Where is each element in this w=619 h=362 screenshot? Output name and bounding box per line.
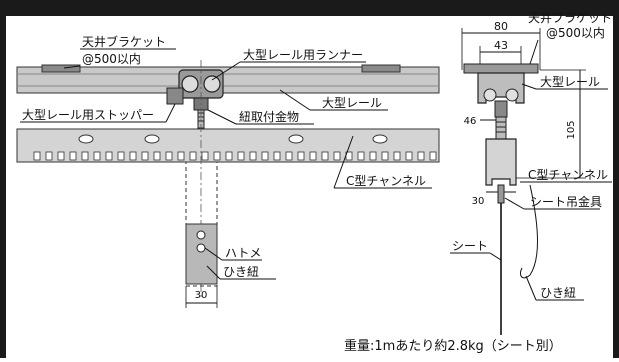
channel-perforation bbox=[405, 151, 413, 161]
bracket-section bbox=[463, 63, 539, 74]
label-ceiling-bracket-right: 天井ブラケット bbox=[528, 10, 612, 25]
channel-perforation bbox=[81, 151, 89, 161]
leader-cord-fitting bbox=[207, 109, 237, 125]
channel-perforation bbox=[429, 151, 437, 161]
runner-wheel-right bbox=[203, 75, 221, 93]
dim-channel-30: 30 bbox=[472, 196, 485, 207]
sheet-hanger-section bbox=[497, 184, 505, 204]
dim-bottom-30: 30 bbox=[195, 290, 208, 301]
channel-perforation bbox=[261, 151, 269, 161]
dim-80: 80 bbox=[494, 20, 508, 33]
channel-perforation bbox=[381, 151, 389, 161]
runner-wheel-section-right bbox=[505, 88, 519, 102]
channel-perforation bbox=[153, 151, 161, 161]
weight-note: 重量:1mあたり約2.8kg（シート別） bbox=[344, 338, 562, 354]
dim-105: 105 bbox=[566, 120, 577, 139]
channel-perforation bbox=[165, 151, 173, 161]
label-c-channel-left: C型チャンネル bbox=[346, 174, 426, 188]
leader-rail-right bbox=[521, 83, 537, 90]
leader-pull-cord-left bbox=[206, 265, 221, 280]
frame-top-bar bbox=[0, 0, 619, 16]
label-stopper: 大型レール用ストッパー bbox=[22, 108, 154, 122]
channel-perforation bbox=[105, 151, 113, 161]
label-sheet-hanger: シート吊金具 bbox=[530, 194, 602, 209]
runner-bolt-section bbox=[495, 116, 507, 140]
label-runner: 大型レール用ランナー bbox=[243, 48, 363, 62]
leader-grommet bbox=[204, 247, 223, 261]
channel-slot bbox=[78, 134, 94, 144]
label-grommet: ハトメ bbox=[225, 246, 261, 260]
label-bracket-pitch-left: @500以内 bbox=[82, 52, 141, 66]
stopper-body bbox=[166, 87, 184, 105]
leader-sheet-hanger bbox=[504, 197, 525, 210]
channel-perforation bbox=[189, 151, 197, 161]
channel-perforation bbox=[141, 151, 149, 161]
channel-perforation bbox=[333, 151, 341, 161]
label-pull-cord-right: ひき紐 bbox=[540, 286, 576, 300]
channel-perforation bbox=[309, 151, 317, 161]
channel-holes bbox=[33, 134, 437, 161]
channel-slot bbox=[288, 134, 304, 144]
channel-perforation bbox=[273, 151, 281, 161]
runner-stem bbox=[494, 100, 508, 118]
channel-perforation bbox=[117, 151, 125, 161]
channel-slot bbox=[372, 134, 388, 144]
leader-bracket-pitch-left bbox=[63, 65, 81, 69]
channel-perforation bbox=[417, 151, 425, 161]
label-sheet: シート bbox=[452, 239, 488, 253]
dim-46: 46 bbox=[464, 116, 477, 127]
leader-sheet bbox=[489, 252, 502, 261]
channel-perforation bbox=[369, 151, 377, 161]
channel-perforation bbox=[249, 151, 257, 161]
ceiling-bracket-right bbox=[361, 64, 401, 73]
channel-perforation bbox=[57, 151, 65, 161]
channel-perforation bbox=[177, 151, 185, 161]
channel-perforation bbox=[129, 151, 137, 161]
runner-wheel-left bbox=[181, 75, 199, 93]
channel-perforation bbox=[201, 151, 209, 161]
channel-slot bbox=[144, 134, 160, 144]
channel-perforation bbox=[225, 151, 233, 161]
channel-perforation bbox=[357, 151, 365, 161]
grommet-hole-top bbox=[196, 230, 206, 240]
grommet-hole-bottom bbox=[196, 243, 206, 253]
channel-perforation bbox=[285, 151, 293, 161]
channel-perforation bbox=[45, 151, 53, 161]
leader-runner bbox=[211, 61, 241, 81]
leader-c-channel-left bbox=[333, 135, 354, 189]
label-c-channel-right: C型チャンネル bbox=[528, 168, 608, 182]
c-channel-section bbox=[485, 138, 517, 186]
frame-left-bar bbox=[0, 0, 6, 358]
label-rail-right: 大型レール bbox=[540, 75, 600, 89]
leader-stopper bbox=[165, 103, 176, 123]
label-bracket-pitch-right: @500以内 bbox=[546, 26, 605, 40]
label-rail-left: 大型レール bbox=[322, 96, 382, 110]
label-ceiling-bracket-left: 天井ブラケット bbox=[82, 34, 166, 49]
channel-perforation bbox=[321, 151, 329, 161]
channel-perforation bbox=[33, 151, 41, 161]
dim-43: 43 bbox=[494, 39, 508, 52]
runner-wheel-section-left bbox=[483, 88, 497, 102]
channel-perforation bbox=[297, 151, 305, 161]
frame-right-bar bbox=[613, 0, 619, 358]
label-cord-fitting: 紐取付金物 bbox=[239, 109, 299, 124]
pull-cord-loop bbox=[519, 184, 538, 279]
channel-perforation bbox=[393, 151, 401, 161]
channel-perforation bbox=[213, 151, 221, 161]
channel-perforation bbox=[93, 151, 101, 161]
leader-rail-left bbox=[279, 89, 311, 111]
channel-perforation bbox=[69, 151, 77, 161]
leader-bracket-right bbox=[529, 39, 539, 65]
label-pull-cord-left: ひき紐 bbox=[223, 265, 259, 279]
ceiling-bracket-left bbox=[41, 64, 81, 73]
channel-perforation bbox=[237, 151, 245, 161]
leader-pull-cord-right bbox=[525, 275, 537, 301]
